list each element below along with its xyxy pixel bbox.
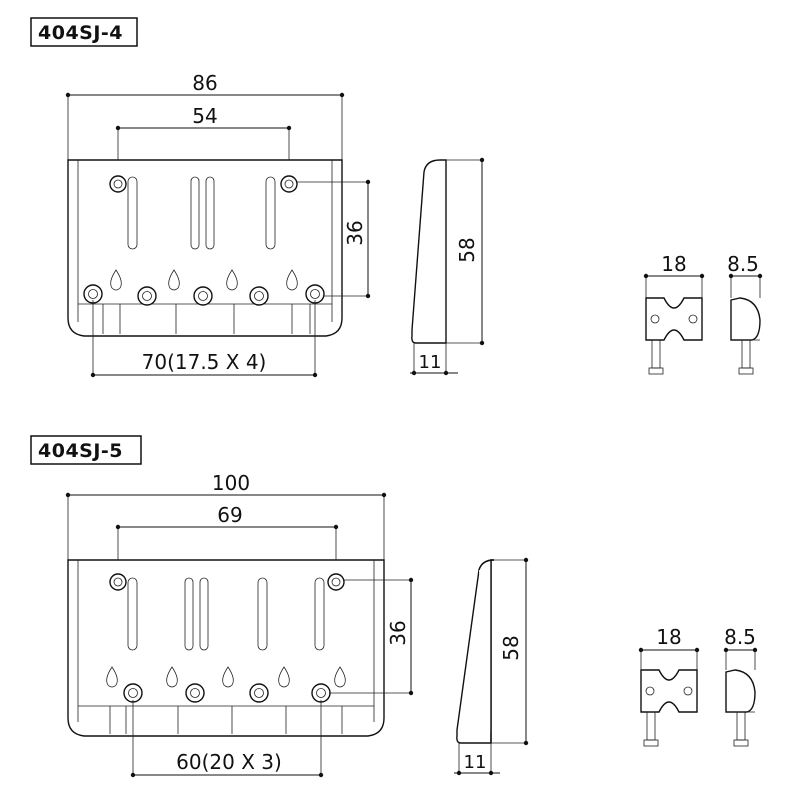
baseplate-front-view [67,159,343,337]
saddle-side-view [730,297,761,375]
mount-width-dim: 69 [217,503,242,527]
saddle-depth-dim: 8.5 [727,252,759,276]
side-view [456,559,495,744]
mount-width-dim: 54 [192,104,217,128]
model-404sj-4: 404SJ-4 86 54 [30,17,763,378]
side-view [411,159,447,344]
mount-height-dim: 36 [386,620,410,645]
saddle-front-view [645,297,703,375]
model-label: 404SJ-4 [38,22,123,44]
mount-height-dim: 36 [343,220,367,245]
saddle-depth-dim: 8.5 [724,625,756,649]
model-label: 404SJ-5 [38,440,123,462]
side-depth-dim: 11 [464,752,487,773]
string-spacing-dim: 60(20 X 3) [176,750,282,774]
saddle-width-dim: 18 [661,252,686,276]
saddle-width-dim: 18 [656,625,681,649]
side-height-dim: 58 [455,237,479,262]
model-label-box [30,17,138,47]
side-depth-dim: 11 [419,352,442,373]
saddle-side-view [725,669,756,747]
side-height-dim: 58 [499,635,523,660]
saddle-front-view [640,669,698,747]
overall-width-dim: 86 [192,71,217,95]
model-label-box [30,435,142,465]
overall-width-dim: 100 [212,471,250,495]
string-spacing-dim: 70(17.5 X 4) [142,350,267,374]
model-404sj-5: 404SJ-5 100 69 [30,435,758,778]
baseplate-front-view [67,559,385,737]
